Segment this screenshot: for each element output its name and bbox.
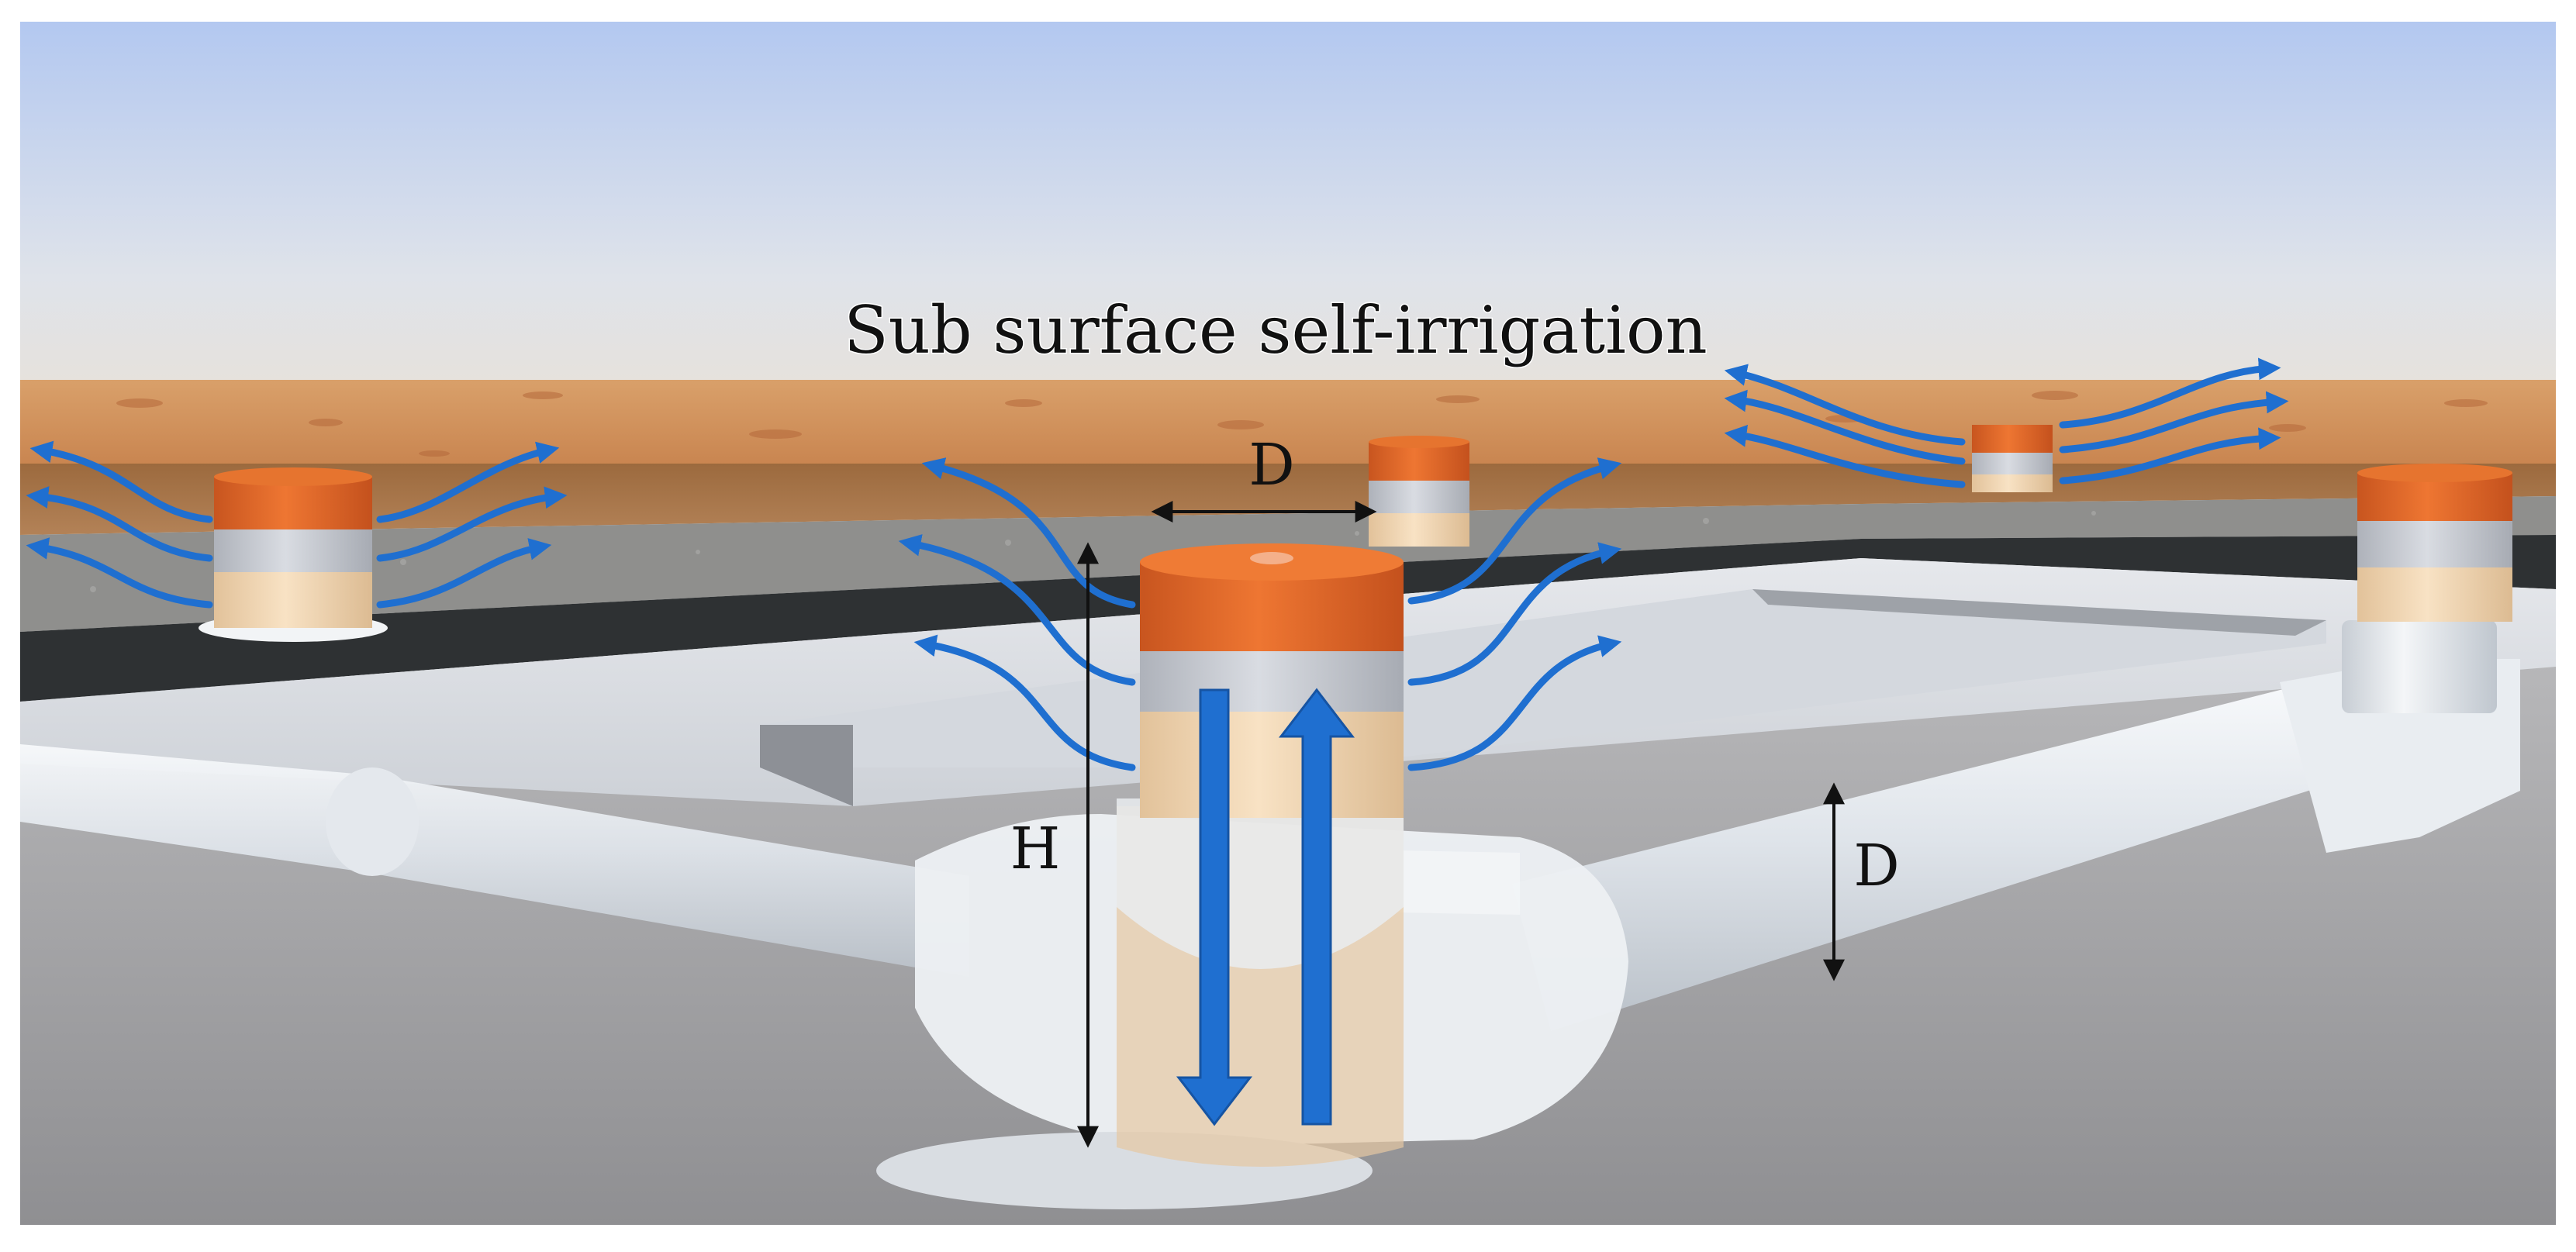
flow-arrow bbox=[29, 440, 213, 523]
pipe-diameter-label: D bbox=[1853, 833, 1899, 899]
soil-surface bbox=[20, 380, 2556, 465]
flow-arrow bbox=[376, 486, 568, 562]
flow-arrow bbox=[2059, 427, 2281, 485]
emitter-main bbox=[1117, 543, 1404, 1167]
flow-arrows-vertical bbox=[1176, 688, 1355, 1126]
flow-arrow bbox=[376, 441, 560, 523]
flow-arrow bbox=[921, 457, 1136, 609]
flow-arrow bbox=[1724, 364, 1966, 446]
upflow-arrow bbox=[1278, 688, 1355, 1126]
flow-arrow bbox=[26, 486, 213, 562]
flow-arrow bbox=[1724, 389, 1966, 465]
emitter-back-center bbox=[1369, 436, 1469, 547]
sky bbox=[20, 22, 2556, 386]
emitter-left bbox=[199, 467, 388, 642]
flow-arrow bbox=[1407, 457, 1622, 605]
flow-arrow bbox=[376, 538, 552, 609]
flow-arrow bbox=[2059, 357, 2281, 429]
flow-arrow bbox=[2059, 391, 2289, 454]
lateral-flow-arrows bbox=[26, 357, 2289, 771]
flow-arrow bbox=[1407, 542, 1622, 686]
emitter-height-label: H bbox=[1010, 816, 1061, 882]
diagram-title: Sub surface self-irrigation bbox=[844, 292, 1707, 368]
dimension-lines bbox=[1077, 501, 1845, 1148]
flow-arrow bbox=[1407, 635, 1622, 771]
emitter-diameter-label: D bbox=[1248, 432, 1294, 498]
emitter-right bbox=[2357, 464, 2512, 622]
emitter-back-right bbox=[1972, 425, 2053, 492]
downflow-arrow bbox=[1176, 688, 1253, 1126]
flow-arrow bbox=[26, 537, 213, 609]
flow-arrow bbox=[1724, 425, 1966, 488]
